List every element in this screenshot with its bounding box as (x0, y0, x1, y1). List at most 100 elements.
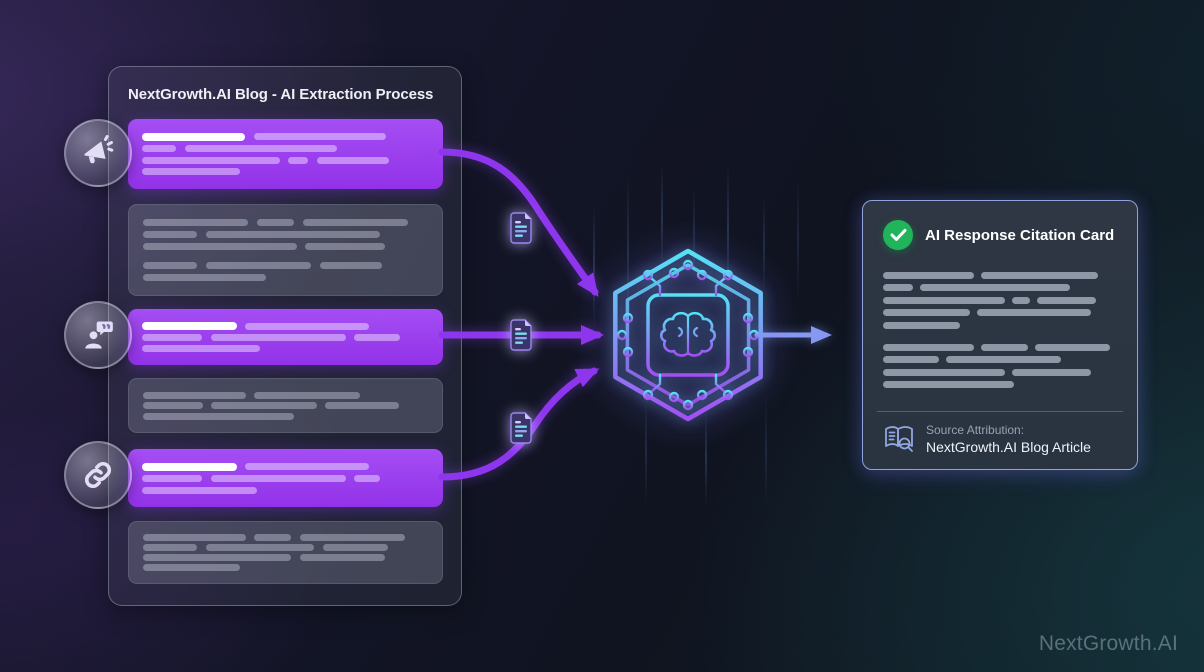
skeleton-line (143, 262, 198, 269)
skeleton-row (143, 243, 428, 250)
document-icon (508, 212, 534, 244)
skeleton-row (883, 296, 1117, 304)
skeleton-line (288, 156, 309, 164)
source-badge-link (64, 441, 132, 509)
skeleton-row (143, 554, 428, 561)
skeleton-line (205, 231, 380, 238)
skeleton-line (142, 345, 260, 352)
skeleton-line (142, 145, 177, 153)
circuit-background-lines (575, 165, 835, 505)
skeleton-line (142, 322, 237, 330)
skeleton-line (143, 391, 246, 399)
skeleton-row (142, 168, 429, 176)
skeleton-line (142, 475, 203, 482)
skeleton-line (143, 534, 246, 541)
skeleton-line (354, 475, 381, 482)
source-attribution-section: Source Attribution: NextGrowth.AI Blog A… (877, 411, 1123, 469)
skeleton-line (205, 262, 312, 269)
citation-card-header: AI Response Citation Card (863, 201, 1137, 254)
citation-card-body (863, 254, 1137, 403)
skeleton-line (299, 534, 406, 541)
panel-title: NextGrowth.AI Blog - AI Extraction Proce… (128, 86, 434, 103)
skeleton-line (143, 544, 198, 551)
skeleton-row (143, 544, 428, 551)
skeleton-row (883, 343, 1117, 351)
skeleton-row (142, 322, 429, 330)
skeleton-line (142, 462, 237, 471)
skeleton-row (143, 564, 428, 571)
skeleton-line (143, 243, 297, 250)
skeleton-row (883, 284, 1117, 291)
skeleton-line (317, 156, 389, 164)
skeleton-line (142, 168, 240, 176)
skeleton-line (1011, 296, 1031, 304)
content-block-muted (128, 521, 443, 584)
skeleton-row (142, 334, 429, 341)
skeleton-line (211, 402, 317, 409)
skeleton-row (142, 145, 429, 153)
skeleton-line (883, 321, 961, 329)
skeleton-row (143, 231, 428, 238)
skeleton-line (299, 554, 386, 561)
skeleton-line (920, 284, 1071, 291)
skeleton-row (143, 391, 428, 399)
skeleton-row (883, 321, 1117, 329)
source-attribution-value: NextGrowth.AI Blog Article (926, 439, 1091, 455)
skeleton-line (143, 231, 198, 238)
content-block-highlighted (128, 119, 443, 189)
skeleton-line (210, 475, 346, 482)
link-icon (84, 461, 112, 489)
skeleton-line (143, 274, 266, 281)
skeleton-line (1035, 343, 1110, 351)
skeleton-line (253, 133, 386, 141)
content-block-highlighted (128, 449, 443, 507)
check-circle-icon (883, 220, 913, 250)
skeleton-row (143, 412, 428, 420)
skeleton-line (354, 334, 401, 341)
skeleton-line (142, 486, 257, 494)
skeleton-row (143, 274, 428, 281)
skeleton-line (883, 356, 940, 363)
source-attribution-label: Source Attribution: (926, 423, 1025, 437)
skeleton-line (883, 284, 914, 291)
skeleton-line (256, 219, 295, 226)
skeleton-row (143, 402, 428, 409)
skeleton-line (883, 309, 970, 316)
document-icon (508, 412, 534, 444)
skeleton-line (143, 564, 240, 571)
source-badge-quote (64, 301, 132, 369)
ai-chip-hexagon-icon (613, 248, 763, 422)
skeleton-line (210, 334, 346, 341)
content-block-muted (128, 204, 443, 296)
skeleton-row (142, 486, 429, 494)
skeleton-row (142, 132, 429, 141)
skeleton-line (946, 356, 1061, 363)
skeleton-row (883, 309, 1117, 316)
skeleton-row (142, 475, 429, 482)
skeleton-row (143, 262, 428, 269)
skeleton-line (185, 145, 338, 153)
response-paragraph (883, 271, 1117, 329)
content-block-muted (128, 378, 443, 433)
skeleton-line (883, 343, 975, 351)
skeleton-line (205, 544, 314, 551)
skeleton-row (143, 534, 428, 541)
flow-arrow-top (438, 148, 599, 297)
person-quote-icon (85, 321, 113, 349)
brand-watermark: NextGrowth.AI (1038, 632, 1178, 655)
megaphone-icon (84, 135, 114, 164)
skeleton-line (1037, 296, 1096, 304)
document-icon (508, 319, 534, 351)
citation-card: AI Response Citation Card Source Attribu… (862, 200, 1138, 470)
skeleton-line (976, 309, 1092, 316)
skeleton-line (883, 381, 1015, 388)
blog-content-panel: NextGrowth.AI Blog - AI Extraction Proce… (108, 66, 462, 606)
skeleton-row (142, 462, 429, 471)
skeleton-line (245, 463, 369, 470)
skeleton-line (245, 322, 369, 330)
skeleton-line (302, 219, 409, 226)
skeleton-row (143, 219, 428, 226)
skeleton-line (142, 156, 280, 164)
skeleton-line (143, 412, 295, 420)
